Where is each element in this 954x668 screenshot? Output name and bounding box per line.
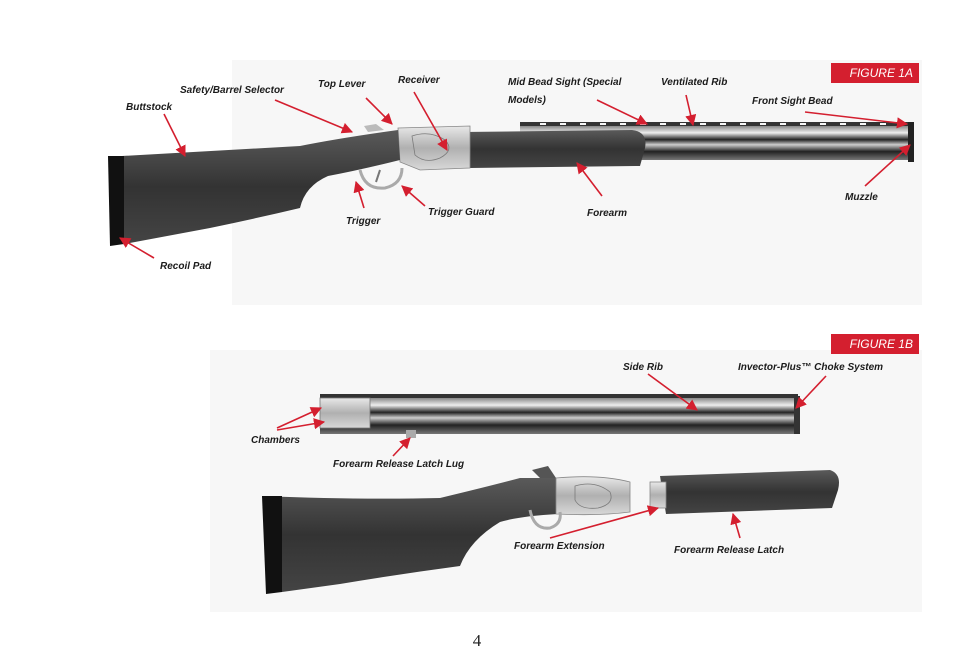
label-recoil-pad: Recoil Pad: [160, 261, 212, 272]
fig1a-receiver: [397, 125, 471, 171]
fig1b-receiver: [555, 476, 631, 516]
label-buttstock: Buttstock: [126, 102, 173, 113]
fig1a-leader-lines: [119, 91, 911, 259]
fig1b-recoil-pad: [262, 496, 282, 594]
label-front-sight-bead: Front Sight Bead: [752, 96, 833, 107]
label-ventilated-rib: Ventilated Rib: [661, 77, 728, 88]
label-receiver: Receiver: [398, 75, 440, 86]
fig1a-stock: [122, 130, 400, 244]
label-trigger-guard: Trigger Guard: [428, 207, 495, 218]
fig1a-forearm: [462, 130, 646, 168]
fig1b-forearm: [660, 470, 839, 514]
figure-1a-tag: FIGURE 1A: [831, 63, 919, 83]
label-mid-bead-sight-line2: Models): [508, 95, 546, 106]
figure-1b-tag: FIGURE 1B: [831, 334, 919, 354]
label-forearm-extension: Forearm Extension: [514, 541, 605, 552]
label-invector-plus-choke: Invector-Plus™ Choke System: [738, 362, 884, 373]
label-forearm: Forearm: [587, 208, 628, 219]
fig1b-leader-lines: [276, 373, 827, 539]
fig1b-barrels: [319, 394, 800, 438]
label-mid-bead-sight: Mid Bead Sight (Special: [508, 77, 622, 88]
label-chambers: Chambers: [251, 435, 300, 446]
page-number: 4: [472, 631, 482, 650]
label-top-lever: Top Lever: [318, 79, 366, 90]
label-side-rib: Side Rib: [623, 362, 664, 373]
label-trigger: Trigger: [346, 216, 381, 227]
fig1a-recoil-pad: [108, 156, 124, 246]
label-forearm-release-latch-lug: Forearm Release Latch Lug: [333, 459, 465, 470]
label-muzzle: Muzzle: [845, 192, 878, 203]
fig1b-stock: [262, 478, 560, 592]
label-safety-barrel-selector: Safety/Barrel Selector: [180, 85, 284, 96]
label-forearm-release-latch: Forearm Release Latch: [674, 545, 785, 556]
